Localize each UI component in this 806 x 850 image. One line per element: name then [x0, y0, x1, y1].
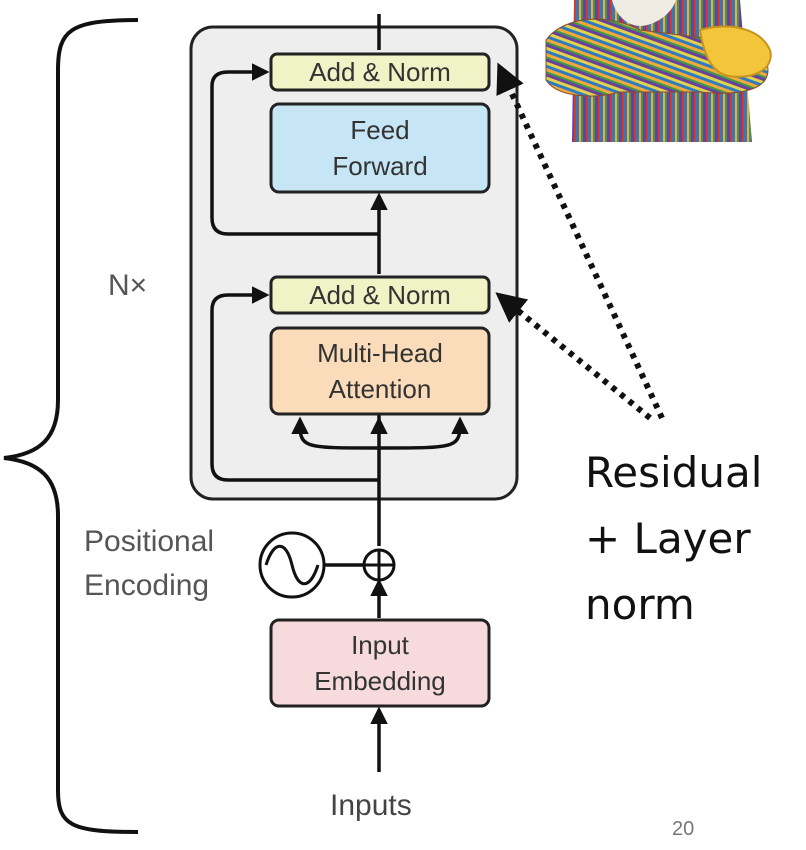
repeat-count-label: N× [108, 269, 148, 302]
attention-fork-right [378, 416, 469, 450]
inputs-label: Inputs [330, 789, 412, 822]
encoder-layer-container [189, 25, 519, 501]
residual-connection-top [210, 63, 379, 236]
residual-layer-norm-callout: Residual + Layer norm [585, 448, 763, 629]
attention-box [269, 326, 491, 416]
add-norm-top-box [269, 52, 491, 92]
positional-encoding-label: Positional Encoding [84, 525, 215, 602]
add-norm-bottom-box [269, 275, 491, 315]
input-embedding-box [269, 618, 491, 708]
sine-wave-icon [264, 544, 320, 586]
residual-connection-bottom [210, 286, 379, 482]
attention-fork-left [291, 416, 380, 450]
striped-sweater-mascot-image [542, 0, 772, 142]
callout-arrow-bottom [495, 292, 652, 421]
nx-brace [3, 18, 139, 834]
page-number: 20 [672, 818, 695, 840]
callout-arrow-top [496, 62, 665, 420]
feed-forward-box [269, 102, 491, 194]
